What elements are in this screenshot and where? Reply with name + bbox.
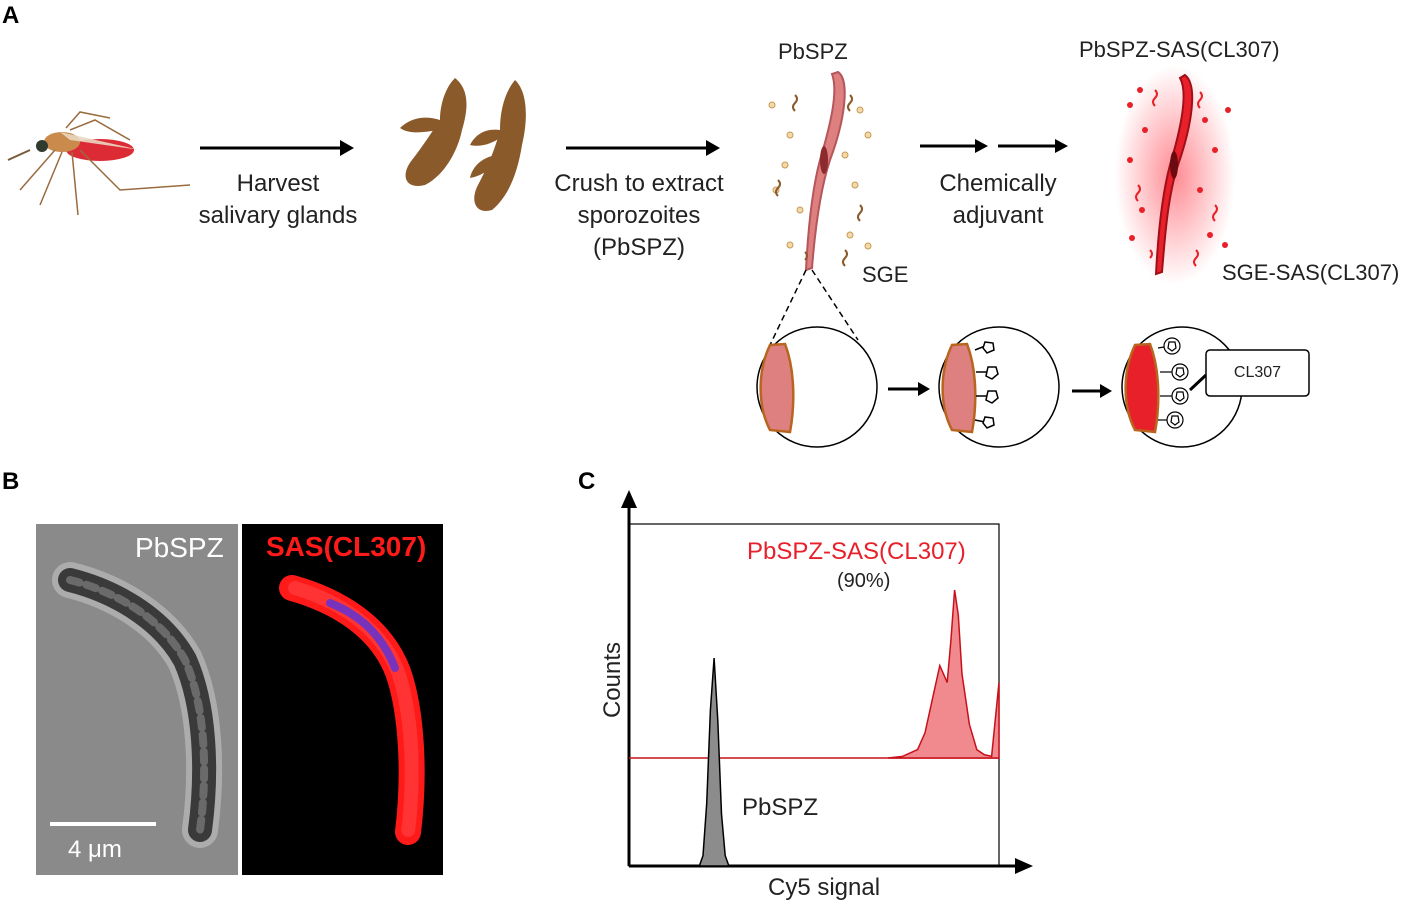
- step1-label-line1: Harvest: [236, 170, 320, 197]
- scale-bar-label: 4 μm: [68, 836, 122, 863]
- panel-label-b: B: [2, 468, 20, 495]
- step2-label-line2: sporozoites: [577, 202, 701, 229]
- histogram-xlabel: Cy5 signal: [768, 874, 881, 901]
- cl307-callout-box: [1205, 349, 1310, 397]
- surface-zoom-circle-1: [756, 326, 878, 448]
- pbspz-sas-label: PbSPZ-SAS(CL307): [1079, 37, 1280, 62]
- series-pbspz-area: [698, 657, 730, 867]
- sge-sas-label: SGE-SAS(CL307): [1222, 260, 1400, 285]
- step3-label-line1: Chemically: [939, 170, 1057, 197]
- salivary-glands-illustration: [400, 78, 526, 211]
- step1-label: Harvest salivary glands: [188, 168, 368, 232]
- series-pbspz-sas-area: [887, 589, 1000, 759]
- histogram-ylabel: Counts: [599, 641, 627, 719]
- step2-label-line1: Crush to extract: [554, 170, 724, 197]
- step1-label-line2: salivary glands: [198, 202, 358, 229]
- red-series-label: PbSPZ-SAS(CL307): [747, 538, 966, 565]
- step3-label: Chemically adjuvant: [926, 168, 1070, 232]
- fluorescence-label: SAS(CL307): [266, 531, 427, 562]
- cl307-callout-label: CL307: [1233, 364, 1282, 381]
- panel-label-a: A: [2, 2, 20, 29]
- step3-label-line2: adjuvant: [952, 202, 1044, 229]
- sge-label: SGE: [862, 262, 909, 287]
- step2-label-line3: (PbSPZ): [592, 234, 685, 261]
- surface-zoom-circle-2: [938, 326, 1060, 448]
- y-axis-arrowhead: [621, 490, 637, 508]
- panel-label-c: C: [578, 468, 596, 495]
- brightfield-label: PbSPZ: [135, 532, 224, 563]
- red-series-percent: (90%): [837, 570, 891, 592]
- mosquito-illustration: [7, 111, 191, 216]
- surface-zoom-circle-3: [1121, 326, 1243, 448]
- grey-series-label: PbSPZ: [742, 794, 819, 821]
- step2-label: Crush to extract sporozoites (PbSPZ): [540, 168, 738, 264]
- sporozoite-sas-illustration: [1115, 65, 1235, 285]
- x-axis-arrowhead: [1015, 858, 1033, 874]
- pbspz-label: PbSPZ: [778, 39, 848, 64]
